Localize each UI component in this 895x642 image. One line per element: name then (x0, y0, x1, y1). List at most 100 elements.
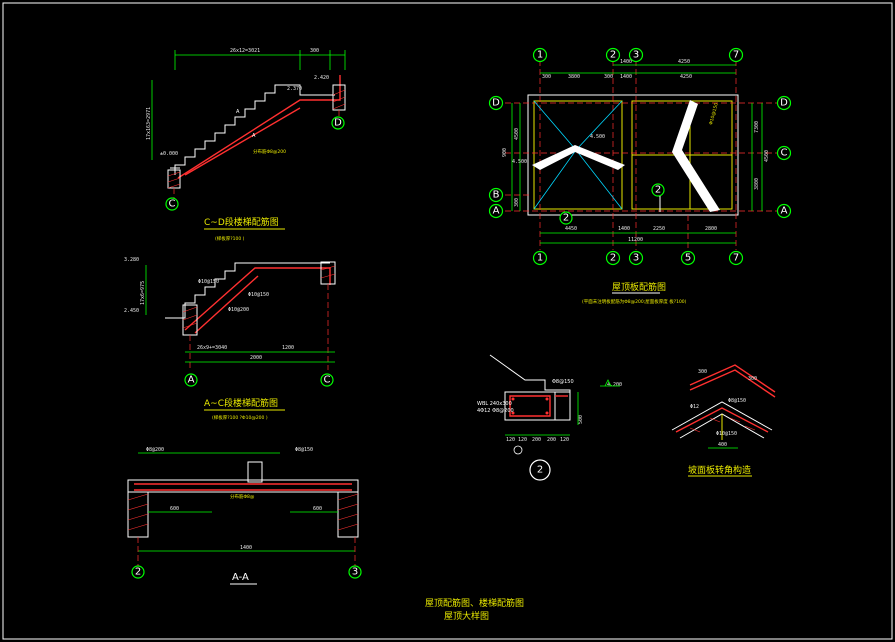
d2-dim-0: 120 (506, 437, 515, 443)
roof-axis-top-3 (628, 47, 644, 63)
stair-cd-note: (梯板厚?100 ) (215, 235, 245, 242)
axis-3-label: 3 (352, 567, 358, 578)
roof-axis-left-a (488, 203, 504, 219)
roof-axis-top-7 (728, 47, 744, 63)
roof-dim-bottom-2: 2250 (653, 226, 665, 232)
roof-dim-top2-1: 3800 (568, 74, 580, 80)
roof-axis-bottom-2-label: 2 (610, 253, 616, 264)
section-mark-a2: A (252, 133, 256, 139)
svg-text:Φ10@150: Φ10@150 (708, 102, 720, 125)
d2-dim-3: 200 (547, 437, 556, 443)
rc-label-3: Φ8@150 (728, 398, 746, 404)
roof-dim-left-1: 4500 (514, 128, 520, 140)
dim-top: 26x12=3021 (230, 48, 260, 54)
axis-3-marker (348, 565, 362, 579)
roof-axis-bottom-7-label: 7 (733, 253, 739, 264)
roof-axis-bottom-3-label: 3 (633, 253, 639, 264)
roof-axis-top-1 (532, 47, 548, 63)
roof-axis-top-2 (605, 47, 621, 63)
axis-2-marker (131, 565, 145, 579)
d2-dim-1: 120 (518, 437, 527, 443)
roof-detail-label-2: 2 (655, 185, 661, 196)
detail-2-label: 2 (537, 465, 543, 476)
d2-label-2: Φ8@150 (552, 379, 574, 385)
roof-axis-left-d (488, 95, 504, 111)
roof-dim-top1-0: 1400 (620, 59, 632, 65)
d2-dim-2: 200 (532, 437, 541, 443)
rc-label-4: Φ10@150 (716, 431, 737, 437)
rc-label-1: 300 (748, 376, 757, 382)
rc-label-0: 300 (698, 369, 707, 375)
roof-dim-left-2: 300 (514, 198, 520, 207)
roof-axis-top-7-label: 7 (733, 50, 739, 61)
ac-rebar2: Φ10@150 (248, 292, 269, 298)
stair-ac-title: A~C段楼梯配筋图 (204, 397, 278, 409)
axis-c-label: C (169, 199, 176, 210)
svg-text:300: 300 (310, 48, 319, 54)
ac-level-top: 3.280 (124, 257, 139, 263)
roof-axis-top-3-label: 3 (633, 50, 639, 61)
roof-axis-right-d (776, 95, 792, 111)
roof-level-2: 4.500 (590, 134, 605, 140)
roof-detail-marker-2 (651, 183, 665, 197)
roof-axis-bottom-3 (628, 250, 644, 266)
roof-corner-title: 坡面板转角构造 (688, 464, 751, 476)
roof-dim-bottom-3: 2800 (705, 226, 717, 232)
level-low: ±0.000 (160, 151, 178, 157)
stair-ac-note: (梯板厚?100 ?Φ10@200 ) (212, 414, 268, 421)
stair-cd-title: C~D段楼梯配筋图 (204, 216, 279, 228)
roof-axis-left-d-label: D (492, 98, 500, 109)
roof-axis-right-c-label: C (781, 148, 788, 159)
ac-dim-bottom: 26x9+=3040 (197, 345, 227, 351)
roof-dim-top1-1: 4250 (678, 59, 690, 65)
roof-axis-bottom-7 (728, 250, 744, 266)
ac-rebar1: Φ10@150 (198, 279, 219, 285)
d2-label-1: 4Φ12 Φ8@200 (477, 408, 514, 414)
roof-axis-bottom-5-label: 5 (685, 253, 691, 264)
axis-c2-marker (320, 373, 334, 387)
roof-axis-bottom-2 (605, 250, 621, 266)
ac-dim-b3: 1200 (282, 345, 294, 351)
aa-label-l: Φ8@200 (146, 447, 164, 453)
roof-dim-bottom-1: 1400 (618, 226, 630, 232)
axis-c-marker (165, 197, 179, 211)
roof-plan-view: Φ10@150 1400 4250 300 3800 300 1400 4250… (488, 47, 792, 305)
aa-label-mid: 分布筋Φ8@ (230, 493, 255, 500)
roof-axis-left-b (488, 187, 504, 203)
aa-dim-l: 600 (170, 506, 179, 512)
roof-dim-top2-3: 1400 (620, 74, 632, 80)
roof-axis-right-d-label: D (780, 98, 788, 109)
roof-detail-label: 2 (563, 213, 569, 224)
ac-dim-left: 17x6=975 (140, 281, 146, 305)
roof-axis-top-2-label: 2 (610, 50, 616, 61)
axis-d-label: D (334, 118, 342, 129)
d2-label-3: 4.200 (607, 382, 622, 388)
roof-detail-marker (559, 211, 573, 225)
stair-cd-view: 26x12=3021 300 17x163=2971 ±0.000 2.370 … (146, 48, 346, 242)
section-aa-view: Φ8@200 Φ8@150 分布筋Φ8@ 600 600 1400 2 3 A-… (127, 447, 362, 585)
section-mark-a1: A (236, 109, 240, 115)
stair-ac-view: 17x6=975 3.280 2.450 Φ10@150 Φ10@150 Φ10… (124, 257, 336, 421)
roof-axis-top-1-label: 1 (537, 50, 543, 61)
detail-2-view: 120 120 200 200 120 WBL 240x300 4Φ12 Φ8@… (477, 354, 622, 481)
axis-d-marker (331, 116, 345, 130)
roof-dim-top2-0: 300 (542, 74, 551, 80)
rebar-note: 分布筋Φ8@200 (253, 148, 286, 155)
roof-level-1: 4.500 (512, 159, 527, 165)
roof-plan-title: 屋顶板配筋图 (612, 281, 666, 293)
ac-dim-b2: 2000 (250, 355, 262, 361)
roof-dim-right-1: 4500 (764, 150, 770, 162)
roof-dim-top2-4: 4250 (680, 74, 692, 80)
d2-label-0: WBL 240x300 (477, 401, 512, 407)
aa-title: A-A (232, 572, 249, 583)
sheet-title-line1: 屋顶配筋图、楼梯配筋图 (425, 597, 524, 609)
sheet-title-line2: 屋顶大样图 (444, 610, 489, 622)
roof-dim-bottom-total: 11200 (628, 237, 643, 243)
roof-plan-note: (平面未注明板配筋为Φ8@200;屋面板厚度 板?100) (582, 298, 687, 305)
level-top: 2.420 (314, 75, 329, 81)
roof-dim-right-2: 3800 (754, 178, 760, 190)
roof-axis-bottom-5 (680, 250, 696, 266)
roof-dim-left-0: 900 (502, 148, 508, 157)
detail-2-marker (529, 459, 551, 481)
